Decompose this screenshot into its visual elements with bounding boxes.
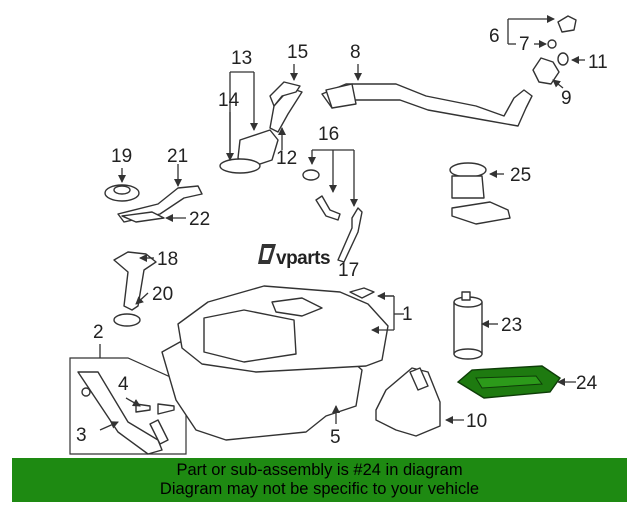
banner-line-2: Diagram may not be specific to your vehi…: [159, 480, 480, 498]
fuel-filter: [453, 291, 498, 360]
fuel-tank: [161, 285, 404, 441]
callout-14: 14: [218, 90, 240, 111]
callout-9: 9: [561, 88, 572, 109]
cap-assembly: [507, 15, 585, 89]
callout-21: 21: [167, 146, 188, 167]
callout-10: 10: [466, 411, 487, 432]
callout-15: 15: [287, 42, 308, 63]
callout-7: 7: [519, 34, 530, 55]
callout-11: 11: [588, 52, 608, 73]
callout-8: 8: [350, 42, 361, 63]
filler-pipe: [321, 64, 533, 127]
callout-6: 6: [489, 26, 500, 47]
callout-24: 24: [576, 373, 598, 394]
parts-diagram: vparts 6 7 8 9 11 13 14 15 12 16 19 21 2…: [69, 15, 608, 455]
banner-line-1: Part or sub-assembly is #24 in diagram: [176, 461, 463, 479]
callout-4: 4: [118, 374, 129, 395]
callout-25: 25: [510, 165, 531, 186]
callout-20: 20: [152, 284, 173, 305]
callout-3: 3: [76, 425, 87, 446]
fuel-sender-parts: [219, 64, 303, 174]
inset-straps: [69, 344, 187, 455]
callout-13: 13: [231, 48, 252, 69]
info-banner: Part or sub-assembly is #24 in diagram D…: [12, 458, 627, 502]
hose-assembly: [302, 149, 363, 263]
callout-19: 19: [111, 146, 132, 167]
vparts-watermark: vparts: [258, 244, 331, 269]
callout-18: 18: [157, 249, 178, 270]
highlighted-part-24[interactable]: [456, 365, 576, 399]
bracket-parts: [104, 164, 203, 223]
callout-16: 16: [318, 124, 339, 145]
callout-2: 2: [93, 322, 104, 343]
svg-text:vparts: vparts: [276, 248, 330, 269]
callout-12: 12: [276, 148, 297, 169]
callout-17: 17: [338, 260, 359, 281]
callout-23: 23: [501, 315, 522, 336]
fuel-pump: [449, 162, 511, 225]
pump-bracket: [113, 251, 157, 327]
heat-shield: [375, 367, 464, 437]
callout-5: 5: [330, 427, 341, 448]
callout-1: 1: [402, 304, 413, 325]
callout-22: 22: [189, 209, 210, 230]
